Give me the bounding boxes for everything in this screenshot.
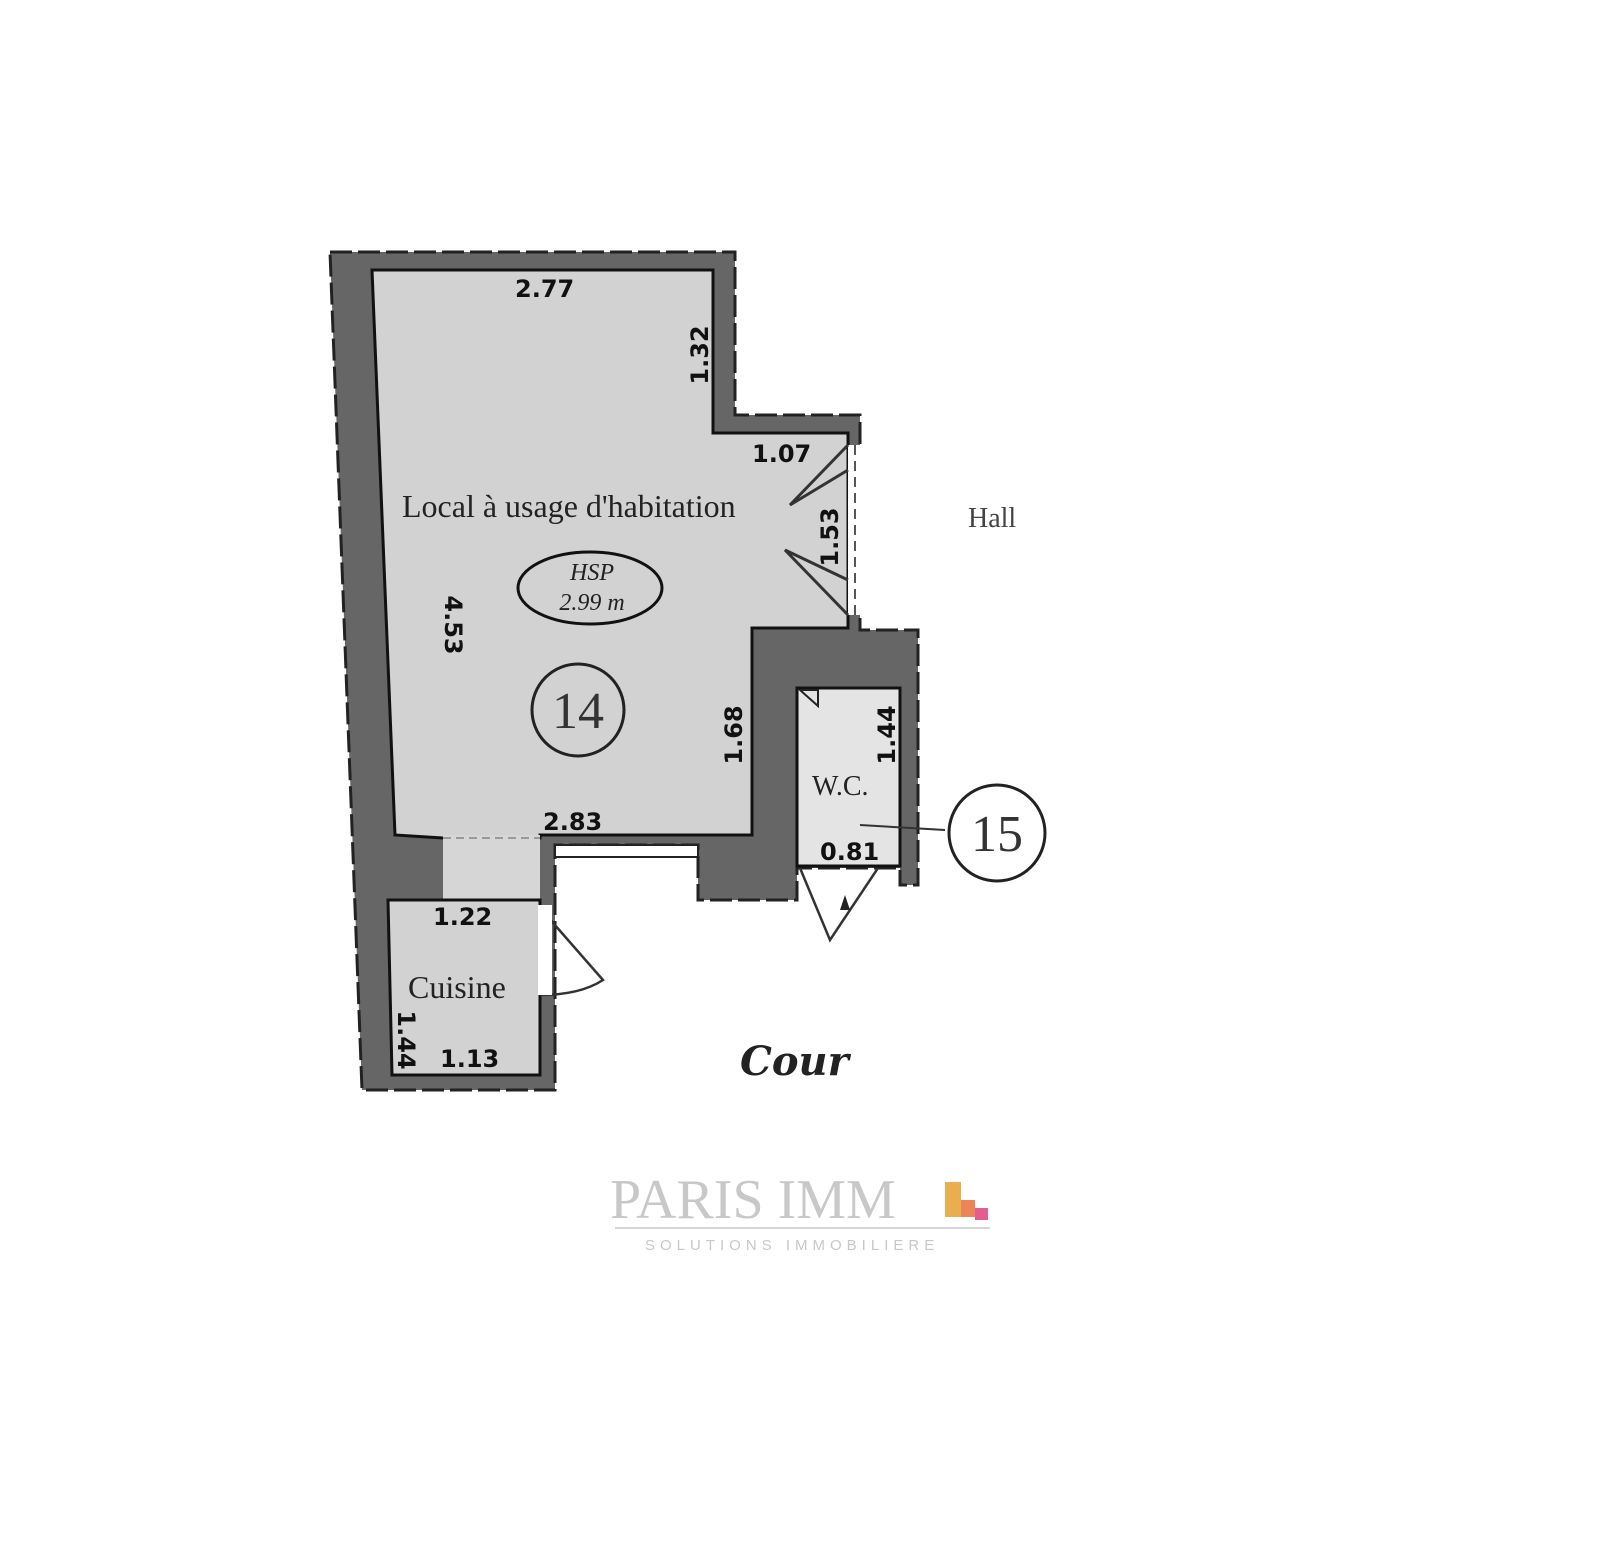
wc-leader-line — [859, 824, 946, 831]
entry-arrow-icon — [840, 895, 850, 910]
kitchen-floor — [386, 898, 542, 1077]
dim-wc-height: 1.44 — [873, 705, 901, 764]
dim-bottom: 2.83 — [543, 808, 602, 836]
dim-step: 1.07 — [752, 440, 811, 468]
room-14-label: Local à usage d'habitation — [402, 488, 736, 524]
dim-wc-width: 0.81 — [820, 838, 879, 866]
watermark-logo: PARIS IMM SOLUTIONS IMMOBILIERE — [610, 1169, 990, 1254]
dim-top: 2.77 — [515, 275, 574, 303]
courtyard-opening — [554, 844, 699, 858]
dim-left: 4.53 — [439, 595, 467, 654]
dim-kitchen-bottom: 1.13 — [440, 1045, 499, 1073]
kitchen-door-opening — [538, 905, 552, 995]
wc-label: W.C. — [812, 771, 869, 802]
logo-block — [961, 1200, 975, 1217]
watermark-tagline: SOLUTIONS IMMOBILIERE — [645, 1237, 939, 1254]
hall-door-swing — [783, 443, 850, 617]
room-14-circle — [530, 662, 626, 758]
kitchen-passage — [443, 835, 540, 901]
dim-door-hall: 1.53 — [816, 507, 844, 566]
hall-label: Hall — [968, 503, 1016, 534]
courtyard-label: Cour — [740, 1038, 852, 1085]
wc-circle — [947, 783, 1047, 883]
dim-right-lower: 1.68 — [720, 705, 748, 764]
logo-block — [975, 1208, 988, 1220]
room-14-number: 14 — [552, 683, 604, 740]
hsp-ellipse — [516, 550, 664, 626]
watermark-brand: PARIS IMM — [610, 1169, 896, 1231]
dim-right-upper: 1.32 — [686, 325, 714, 384]
logo-block — [945, 1182, 961, 1217]
hsp-value: 2.99 m — [559, 590, 624, 616]
hsp-label: HSP — [569, 560, 614, 586]
kitchen-label: Cuisine — [408, 969, 506, 1005]
wc-door-swing — [798, 867, 880, 943]
dim-kitchen-height: 1.44 — [392, 1010, 420, 1069]
wc-fixture — [797, 689, 819, 709]
dim-kitchen-width: 1.22 — [433, 903, 492, 931]
wc-number: 15 — [971, 806, 1023, 863]
wc-floor — [795, 686, 902, 868]
